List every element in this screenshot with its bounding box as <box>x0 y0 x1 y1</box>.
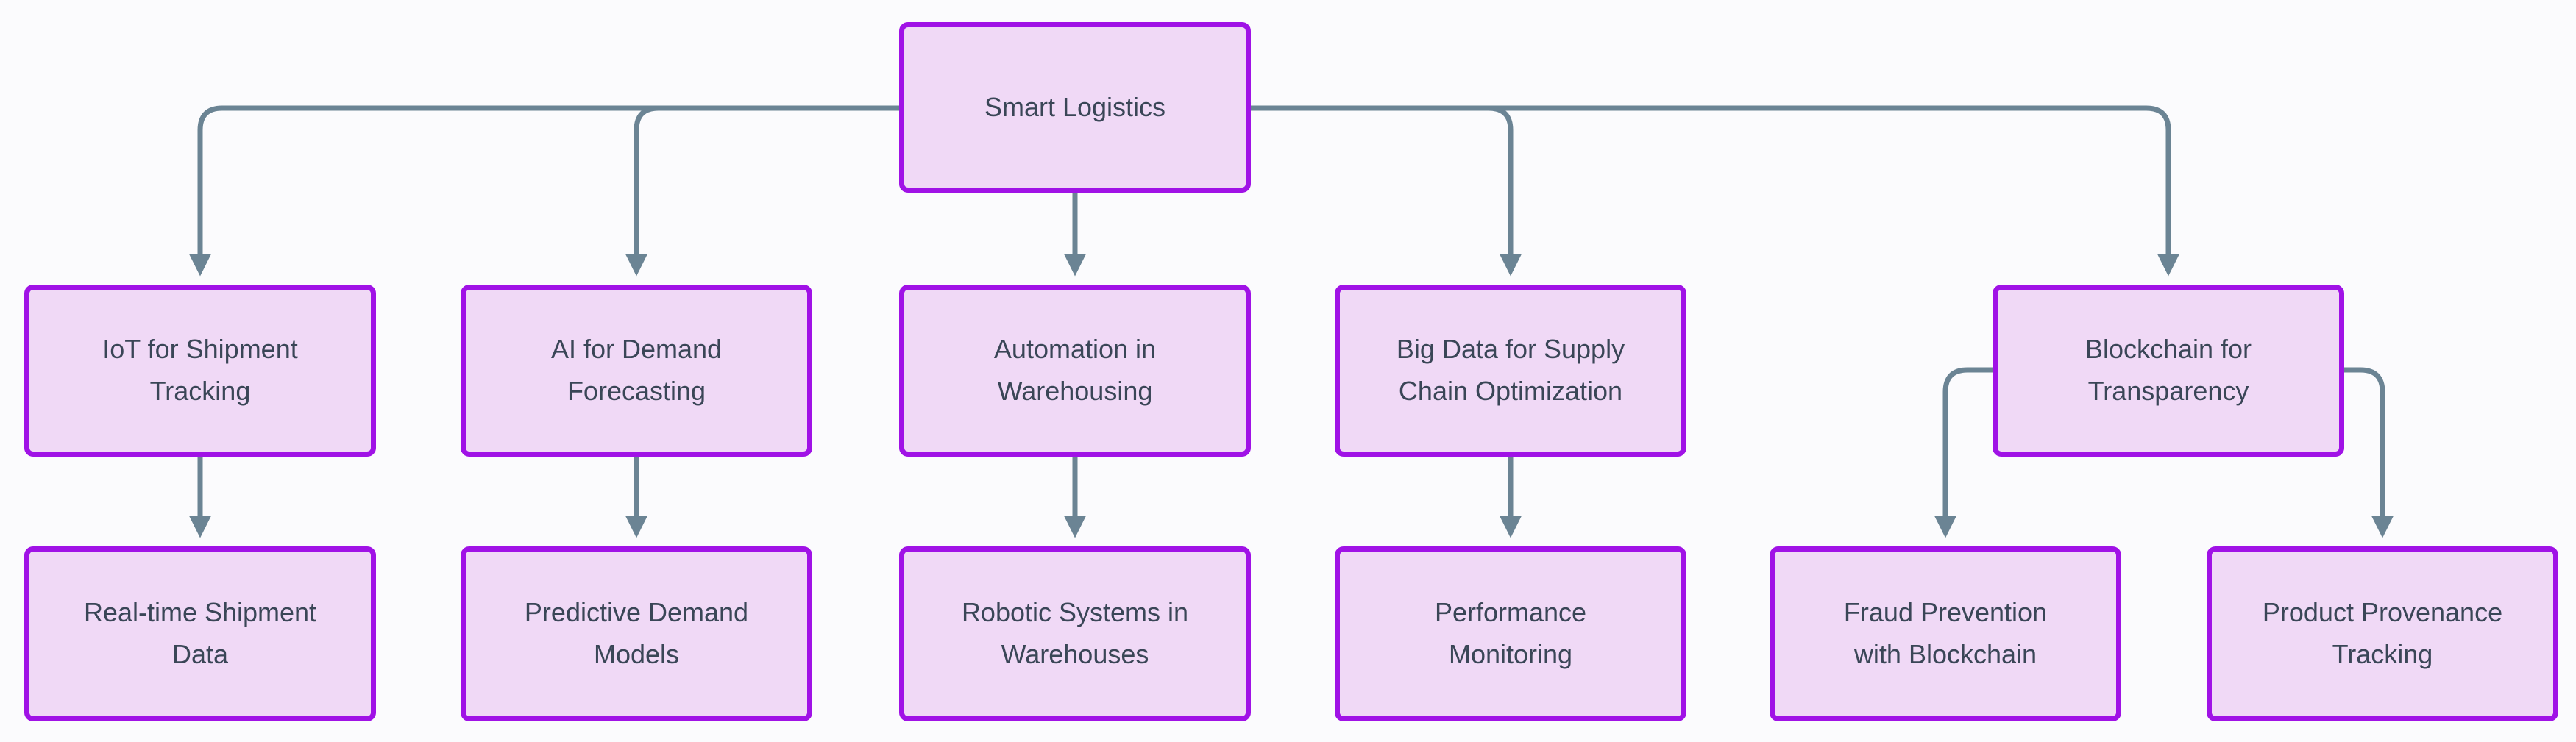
node-product-provenance-tracking: Product Provenance Tracking <box>2207 546 2558 721</box>
node-predictive-label: Predictive Demand Models <box>524 597 749 669</box>
node-ai-label: AI for Demand Forecasting <box>550 334 723 406</box>
node-smart-logistics: Smart Logistics <box>899 22 1251 193</box>
node-automation-label: Automation in Warehousing <box>993 334 1157 406</box>
node-iot-for-shipment-tracking: IoT for Shipment Tracking <box>24 285 376 457</box>
node-performance-monitoring: Performance Monitoring <box>1335 546 1686 721</box>
edge-root-to-blockchain <box>1251 105 2179 277</box>
edge-root-to-iot <box>189 105 899 277</box>
edge-blockchain-to-fraud <box>1934 367 1993 538</box>
node-predictive-demand-models: Predictive Demand Models <box>461 546 812 721</box>
node-bigdata-label: Big Data for Supply Chain Optimization <box>1396 334 1625 406</box>
node-real-time-shipment-data: Real-time Shipment Data <box>24 546 376 721</box>
node-realtime-label: Real-time Shipment Data <box>83 597 317 669</box>
node-robotic-systems-in-warehouses: Robotic Systems in Warehouses <box>899 546 1251 721</box>
node-ai-for-demand-forecasting: AI for Demand Forecasting <box>461 285 812 457</box>
node-smart-logistics-label: Smart Logistics <box>984 91 1166 122</box>
node-fraud-label: Fraud Prevention with Blockchain <box>1843 597 2048 669</box>
node-automation-in-warehousing: Automation in Warehousing <box>899 285 1251 457</box>
node-blockchain-label: Blockchain for Transparency <box>2084 334 2252 406</box>
node-robotic-label: Robotic Systems in Warehouses <box>961 597 1189 669</box>
edge-root-to-ai <box>625 105 899 277</box>
node-blockchain-for-transparency: Blockchain for Transparency <box>1993 285 2344 457</box>
node-performance-label: Performance Monitoring <box>1434 597 1587 669</box>
node-provenance-label: Product Provenance Tracking <box>2262 597 2503 669</box>
edge-root-to-bigdata <box>1251 105 1522 277</box>
node-fraud-prevention-with-blockchain: Fraud Prevention with Blockchain <box>1770 546 2121 721</box>
node-big-data-for-supply-chain-optimization: Big Data for Supply Chain Optimization <box>1335 285 1686 457</box>
node-iot-label: IoT for Shipment Tracking <box>102 334 298 406</box>
edge-blockchain-to-provenance <box>2344 367 2394 538</box>
